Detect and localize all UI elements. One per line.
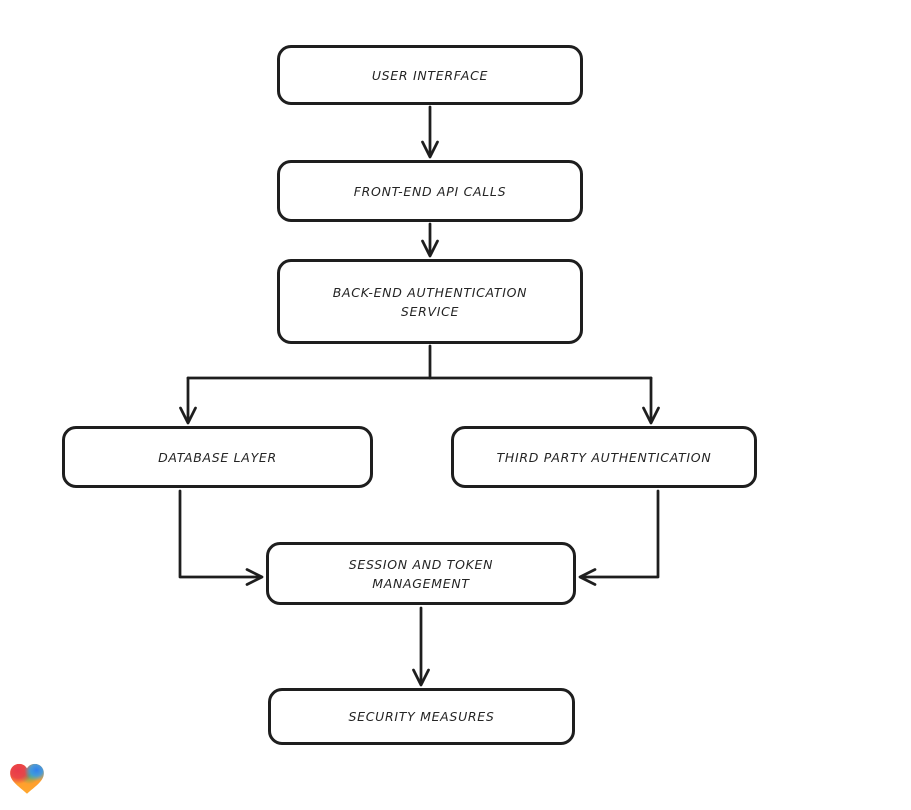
edge-backend-split: [179, 344, 660, 425]
node-label: BACK-END AUTHENTICATION SERVICE: [332, 284, 528, 319]
node-label: FRONT-END API CALLS: [353, 183, 507, 199]
node-front-end-api-calls: FRONT-END API CALLS: [277, 160, 583, 222]
node-label: SESSION AND TOKEN MANAGEMENT: [348, 556, 494, 591]
node-label: USER INTERFACE: [371, 67, 489, 83]
node-session-and-token-management: SESSION AND TOKEN MANAGEMENT: [266, 542, 576, 605]
node-label: DATABASE LAYER: [158, 449, 277, 465]
edge-frontend-to-backend: [421, 222, 439, 258]
node-back-end-authentication-service: BACK-END AUTHENTICATION SERVICE: [277, 259, 583, 344]
gradient-heart-icon: [10, 763, 44, 794]
node-label: THIRD PARTY AUTHENTICATION: [496, 449, 712, 465]
heart-logo-badge[interactable]: [9, 761, 45, 796]
node-label: SECURITY MEASURES: [348, 709, 495, 724]
edge-session-to-security: [412, 606, 430, 687]
node-user-interface: USER INTERFACE: [277, 45, 583, 105]
edge-thirdparty-to-session: [578, 489, 660, 586]
edge-ui-to-frontend: [421, 105, 439, 159]
node-database-layer: DATABASE LAYER: [62, 426, 373, 488]
edge-database-to-session: [178, 489, 264, 586]
node-third-party-authentication: THIRD PARTY AUTHENTICATION: [451, 426, 757, 488]
node-security-measures: SECURITY MEASURES: [268, 688, 575, 745]
